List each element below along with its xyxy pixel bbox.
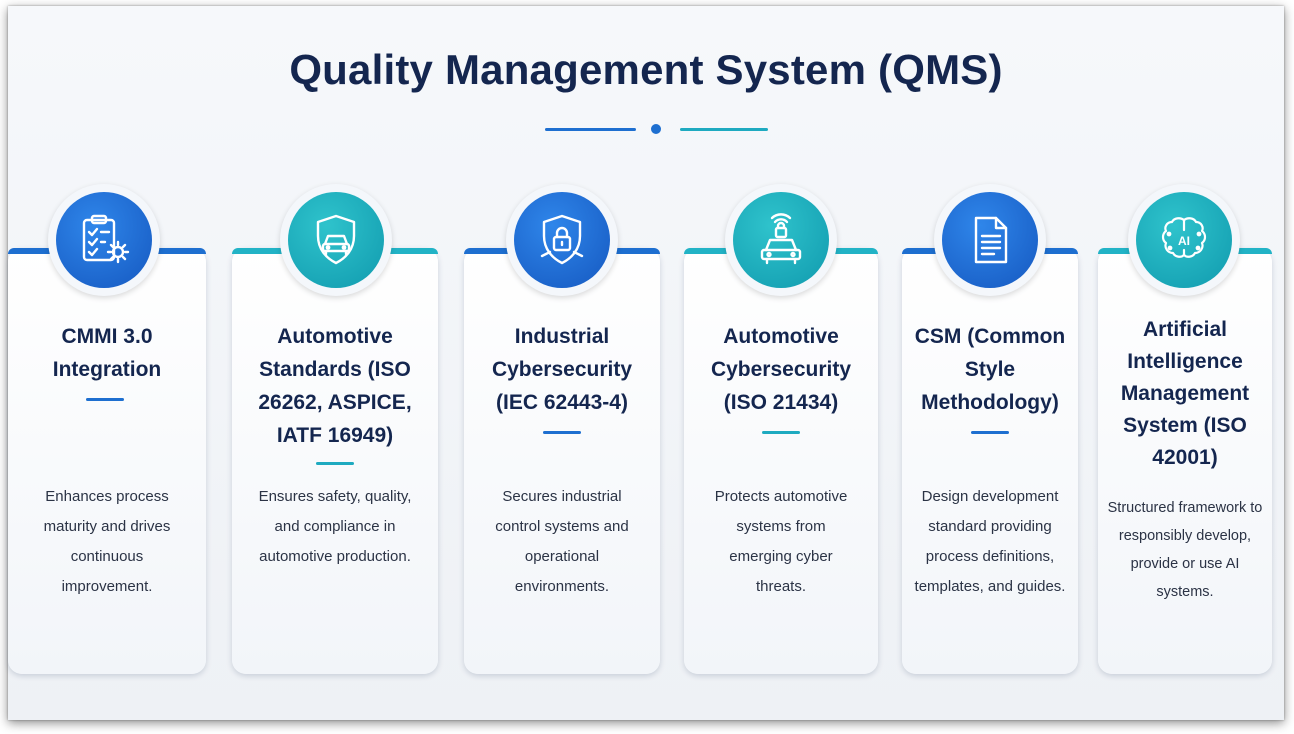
card-separator xyxy=(971,431,1009,434)
card-icon-badge xyxy=(725,184,837,296)
card-separator xyxy=(543,431,581,434)
card-separator xyxy=(316,462,354,465)
card-icon-badge: AI xyxy=(1128,184,1240,296)
divider-line-left xyxy=(545,128,636,131)
clipboard-gear-icon xyxy=(82,214,130,264)
card-title: CSM (Common Style Methodology) xyxy=(914,325,1066,414)
shield-car-icon xyxy=(316,214,356,265)
card-title: Artificial Intelligence Management Syste… xyxy=(1120,318,1250,469)
card-description: Secures industrial control systems and o… xyxy=(495,488,629,595)
card-description: Design development standard providing pr… xyxy=(914,488,1066,595)
card-description: Protects automotive systems from emergin… xyxy=(714,488,848,595)
infographic-frame: Quality Management System (QMS) CMMI 3.0… xyxy=(8,6,1284,720)
card-title: Automotive Standards (ISO 26262, ASPICE,… xyxy=(258,325,412,447)
divider-dot xyxy=(651,124,661,134)
card-cmmi: CMMI 3.0 Integration Enhances process ma… xyxy=(8,184,206,674)
svg-text:AI: AI xyxy=(1178,234,1190,248)
card-separator xyxy=(86,398,124,401)
card-automotive-cybersecurity: Automotive Cybersecurity (ISO 21434) Pro… xyxy=(684,184,878,674)
shield-lock-icon xyxy=(540,214,584,265)
card-csm: CSM (Common Style Methodology) Design de… xyxy=(902,184,1078,674)
card-automotive-standards: Automotive Standards (ISO 26262, ASPICE,… xyxy=(232,184,438,674)
title-divider xyxy=(8,123,1284,137)
card-title: Automotive Cybersecurity (ISO 21434) xyxy=(710,325,852,414)
page-title: Quality Management System (QMS) xyxy=(289,46,1003,93)
card-aims: AI Artificial Intelligence Management Sy… xyxy=(1098,184,1272,674)
divider-line-right xyxy=(680,128,768,131)
card-icon-badge xyxy=(48,184,160,296)
document-icon xyxy=(974,216,1008,264)
card-separator xyxy=(762,431,800,434)
card-icon-badge xyxy=(280,184,392,296)
card-industrial-cybersecurity: Industrial Cybersecurity (IEC 62443-4) S… xyxy=(464,184,660,674)
card-description: Enhances process maturity and drives con… xyxy=(43,488,171,595)
connected-car-lock-icon xyxy=(760,213,802,265)
card-icon-badge xyxy=(934,184,1046,296)
card-icon-badge xyxy=(506,184,618,296)
card-description: Structured framework to responsibly deve… xyxy=(1107,500,1263,600)
ai-brain-icon: AI xyxy=(1161,217,1207,258)
card-title: Industrial Cybersecurity (IEC 62443-4) xyxy=(491,325,633,414)
card-description: Ensures safety, quality, and compliance … xyxy=(258,488,412,565)
card-title: CMMI 3.0 Integration xyxy=(52,325,162,381)
